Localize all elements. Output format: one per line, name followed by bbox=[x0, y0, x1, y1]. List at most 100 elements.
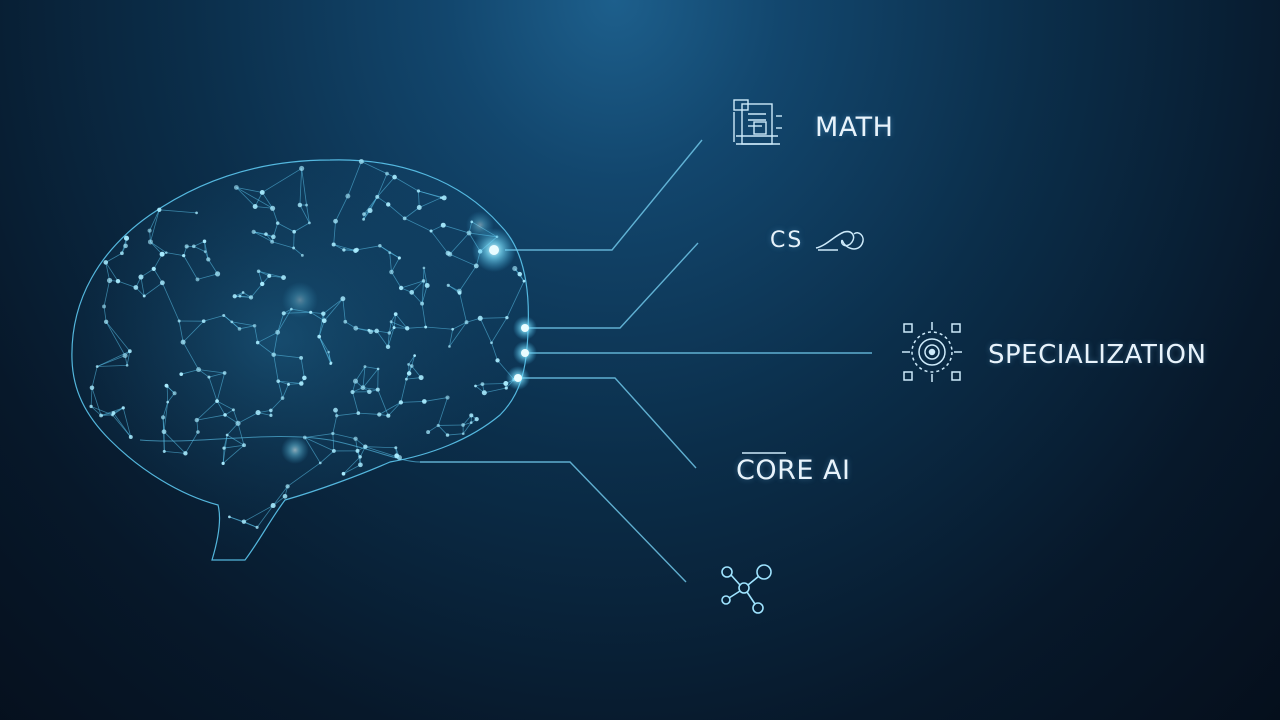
mesh-node bbox=[270, 239, 275, 244]
mesh-node bbox=[333, 407, 338, 413]
mesh-node bbox=[317, 334, 322, 339]
mesh-node bbox=[374, 328, 380, 334]
mesh-node bbox=[481, 390, 487, 396]
mesh-node bbox=[251, 229, 256, 235]
mesh-edge bbox=[408, 355, 415, 365]
mesh-node bbox=[495, 358, 500, 363]
node-label-math: MATH bbox=[815, 112, 894, 143]
mesh-edge bbox=[387, 327, 395, 347]
mesh-edge bbox=[411, 292, 423, 304]
mesh-node bbox=[308, 221, 311, 225]
mesh-edge bbox=[122, 407, 132, 438]
mesh-node bbox=[103, 319, 109, 324]
mesh-node bbox=[256, 269, 261, 274]
connector-core-ai bbox=[522, 377, 697, 469]
mesh-edge bbox=[437, 425, 448, 436]
mesh-edge bbox=[301, 168, 307, 206]
mesh-node bbox=[231, 408, 235, 412]
mesh-edge bbox=[394, 176, 419, 192]
mesh-edge bbox=[400, 379, 407, 403]
mesh-node bbox=[420, 301, 425, 306]
mesh-edge bbox=[404, 207, 420, 219]
mesh-edge bbox=[153, 268, 163, 284]
mesh-node bbox=[195, 211, 198, 215]
mesh-edge bbox=[149, 209, 160, 231]
mesh-node bbox=[446, 283, 450, 287]
mesh-node bbox=[292, 246, 296, 250]
mesh-edge bbox=[253, 231, 274, 238]
mesh-node bbox=[387, 331, 392, 335]
mesh-edge bbox=[376, 330, 389, 348]
mesh-node bbox=[207, 375, 211, 379]
mesh-node bbox=[233, 185, 239, 190]
mesh-edge bbox=[140, 276, 145, 297]
mesh-node bbox=[343, 319, 348, 324]
mesh-node bbox=[385, 171, 389, 176]
mesh-edge bbox=[304, 437, 335, 452]
mesh-edge bbox=[491, 317, 508, 343]
mesh-edge bbox=[393, 314, 397, 328]
mesh-edge bbox=[421, 285, 428, 304]
mesh-edge bbox=[273, 354, 302, 359]
mesh-edge bbox=[293, 222, 310, 233]
mesh-edge bbox=[239, 325, 255, 330]
mesh-node bbox=[389, 269, 394, 275]
mesh-edge bbox=[262, 168, 302, 193]
mesh-edge bbox=[394, 327, 408, 329]
mesh-edge bbox=[332, 415, 338, 434]
mesh-edge bbox=[216, 372, 226, 402]
mesh-node bbox=[228, 515, 231, 519]
mesh-edge bbox=[342, 298, 346, 322]
mesh-node bbox=[222, 446, 226, 450]
mesh-edge bbox=[196, 400, 218, 421]
mesh-node bbox=[394, 453, 400, 459]
mesh-node bbox=[157, 207, 162, 212]
mesh-node bbox=[106, 277, 113, 284]
mesh-edge bbox=[443, 224, 470, 234]
mesh-edge bbox=[117, 280, 136, 288]
mesh-node bbox=[440, 222, 446, 228]
mesh-edge bbox=[216, 400, 226, 416]
mesh-node bbox=[222, 313, 226, 317]
mesh-node bbox=[362, 217, 366, 221]
mesh-node bbox=[232, 294, 237, 299]
mesh-edge bbox=[91, 366, 98, 388]
mesh-node bbox=[225, 433, 229, 437]
mesh-edge bbox=[299, 204, 310, 224]
mesh-node bbox=[103, 260, 109, 265]
mesh-edge bbox=[336, 412, 359, 417]
mesh-edge bbox=[364, 366, 379, 370]
mesh-node bbox=[215, 399, 219, 403]
mesh-node bbox=[321, 318, 327, 324]
mesh-edge bbox=[113, 412, 132, 438]
mesh-node bbox=[248, 295, 254, 300]
mesh-edge bbox=[103, 306, 107, 322]
mesh-edge bbox=[377, 196, 389, 205]
mesh-node bbox=[353, 436, 358, 441]
mesh-edge bbox=[182, 341, 199, 370]
mesh-edge bbox=[449, 232, 470, 255]
mesh-edge bbox=[352, 391, 359, 414]
mesh-edge bbox=[449, 329, 454, 347]
mesh-node bbox=[184, 244, 189, 249]
mesh-edge bbox=[425, 326, 453, 330]
mesh-node bbox=[392, 174, 397, 180]
mesh-edge bbox=[376, 176, 395, 198]
mesh-node bbox=[353, 325, 359, 331]
mesh-node bbox=[363, 444, 368, 449]
mesh-node bbox=[276, 379, 281, 383]
mesh-edge bbox=[479, 318, 492, 343]
mesh-edge bbox=[105, 252, 123, 263]
mesh-edge bbox=[427, 425, 439, 433]
mesh-node bbox=[282, 493, 288, 499]
mesh-edge bbox=[253, 231, 273, 243]
mesh-edge bbox=[181, 369, 199, 375]
mesh-node bbox=[297, 202, 303, 208]
mesh-edge bbox=[387, 204, 405, 219]
mesh-edge bbox=[379, 245, 390, 253]
mesh-edge bbox=[335, 195, 349, 222]
mesh-node bbox=[151, 266, 156, 271]
mesh-node bbox=[128, 435, 133, 439]
mesh-node bbox=[271, 352, 276, 357]
